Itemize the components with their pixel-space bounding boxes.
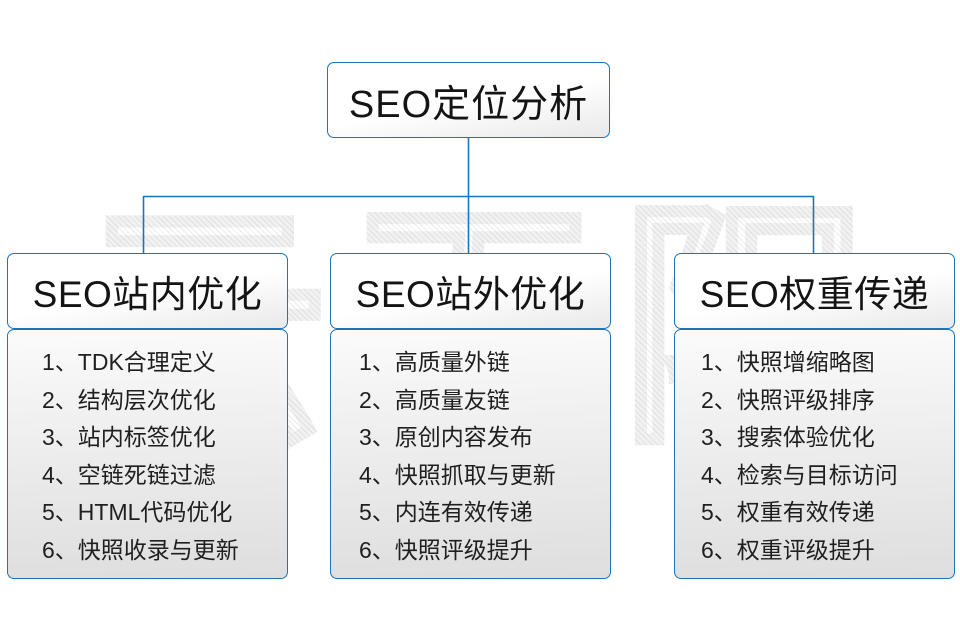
list-item: 6、权重评级提升: [701, 536, 875, 563]
item-list: 1、高质量外链 2、高质量友链 3、原创内容发布 4、快照抓取与更新 5、内连有…: [331, 344, 610, 569]
list-item: 2、快照评级排序: [701, 386, 875, 413]
column-body-seo-offsite: 1、高质量外链 2、高质量友链 3、原创内容发布 4、快照抓取与更新 5、内连有…: [330, 329, 611, 579]
column-header-seo-offsite[interactable]: SEO站外优化: [330, 253, 611, 329]
list-item: 4、检索与目标访问: [701, 461, 898, 488]
list-item: 1、快照增缩略图: [701, 349, 875, 375]
column-header-label: SEO权重传递: [699, 274, 930, 315]
list-item: 5、权重有效传递: [701, 499, 875, 525]
column-header-label: SEO站内优化: [32, 274, 263, 315]
list-item: 3、站内标签优化: [42, 424, 216, 450]
column-body-seo-onsite: 1、TDK合理定义 2、结构层次优化 3、站内标签优化 4、空链死链过滤 5、H…: [7, 329, 288, 579]
root-node-label: SEO定位分析: [348, 83, 589, 126]
column-header-seo-weight[interactable]: SEO权重传递: [674, 253, 955, 329]
list-item: 4、快照抓取与更新: [359, 461, 556, 488]
item-list: 1、TDK合理定义 2、结构层次优化 3、站内标签优化 4、空链死链过滤 5、H…: [8, 344, 287, 569]
list-item: 3、原创内容发布: [359, 424, 533, 450]
item-list: 1、快照增缩略图 2、快照评级排序 3、搜索体验优化 4、检索与目标访问 5、权…: [675, 344, 954, 569]
column-header-seo-onsite[interactable]: SEO站内优化: [7, 253, 288, 329]
list-item: 2、结构层次优化: [42, 386, 216, 413]
list-item: 5、内连有效传递: [359, 499, 533, 525]
list-item: 4、空链死链过滤: [42, 461, 216, 488]
column-body-seo-weight: 1、快照增缩略图 2、快照评级排序 3、搜索体验优化 4、检索与目标访问 5、权…: [674, 329, 955, 579]
column-header-label: SEO站外优化: [355, 274, 586, 315]
list-item: 2、高质量友链: [359, 386, 510, 413]
list-item: 3、搜索体验优化: [701, 424, 875, 450]
list-item: 1、TDK合理定义: [42, 349, 216, 375]
list-item: 1、高质量外链: [359, 349, 510, 375]
root-node[interactable]: SEO定位分析: [327, 62, 610, 138]
list-item: 5、HTML代码优化: [42, 499, 233, 525]
list-item: 6、快照收录与更新: [42, 536, 239, 563]
list-item: 6、快照评级提升: [359, 536, 533, 563]
